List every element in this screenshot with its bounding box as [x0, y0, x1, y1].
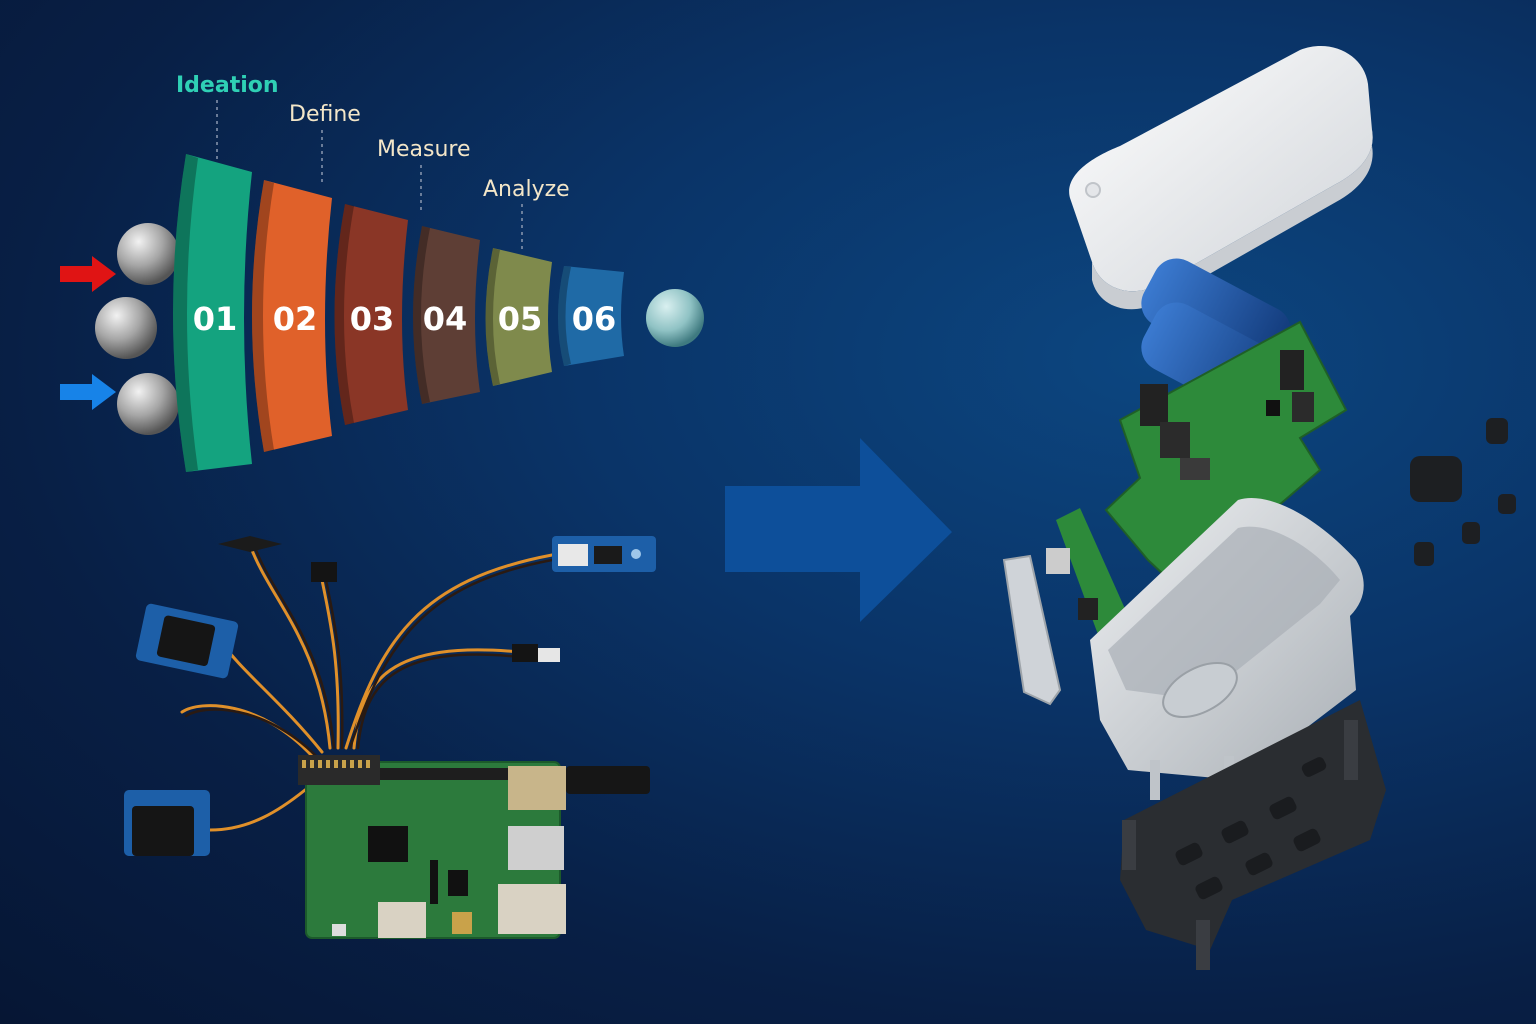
stage-number-06: 06	[572, 300, 617, 338]
stage-segment-01	[173, 154, 252, 472]
red-input-arrow-icon	[60, 256, 116, 292]
input-sphere-top	[117, 223, 179, 285]
stage-segment-06	[558, 266, 624, 366]
stage-label-analyze: Analyze	[483, 177, 570, 202]
input-sphere-bottom	[117, 373, 179, 435]
stage-label-measure: Measure	[377, 137, 471, 162]
stage-number-03: 03	[350, 300, 395, 338]
product-exploded-view	[1002, 45, 1516, 970]
gasket-panel	[1002, 554, 1062, 706]
stage-segment-05	[485, 248, 552, 386]
prototype-assembly	[124, 536, 656, 939]
output-sphere	[646, 289, 704, 347]
connector-plug	[538, 648, 560, 662]
servo-module-bottom-left	[124, 790, 210, 856]
stage-number-02: 02	[273, 300, 318, 338]
process-funnel: 01 02 03 04 05 06 Ideation Define Measur…	[60, 73, 704, 472]
stage-segment-04	[413, 226, 480, 404]
stage-label-define: Define	[289, 102, 361, 127]
enclosure-base	[1090, 498, 1364, 800]
input-sphere-middle	[95, 297, 157, 359]
connector-clip	[218, 536, 282, 552]
stage-number-01: 01	[193, 300, 238, 338]
stage-number-05: 05	[498, 300, 543, 338]
cable-glands	[1410, 418, 1516, 566]
raspberry-pi-board	[298, 755, 650, 939]
side-pcb	[1046, 508, 1130, 648]
mounting-bracket	[1120, 700, 1386, 970]
connector-plug	[311, 562, 337, 582]
stage-segment-02	[252, 180, 332, 452]
sensor-module-top-right	[552, 536, 656, 572]
servo-module-left	[135, 603, 239, 679]
stage-label-ideation: Ideation	[176, 73, 279, 98]
blue-input-arrow-icon	[60, 374, 116, 410]
stage-segment-03	[334, 204, 408, 425]
enclosure-lid	[1069, 45, 1373, 310]
lid-button-icon	[1085, 182, 1101, 198]
connector-plug	[512, 644, 538, 662]
stage-number-04: 04	[423, 300, 468, 338]
transition-arrow-icon	[725, 438, 952, 622]
